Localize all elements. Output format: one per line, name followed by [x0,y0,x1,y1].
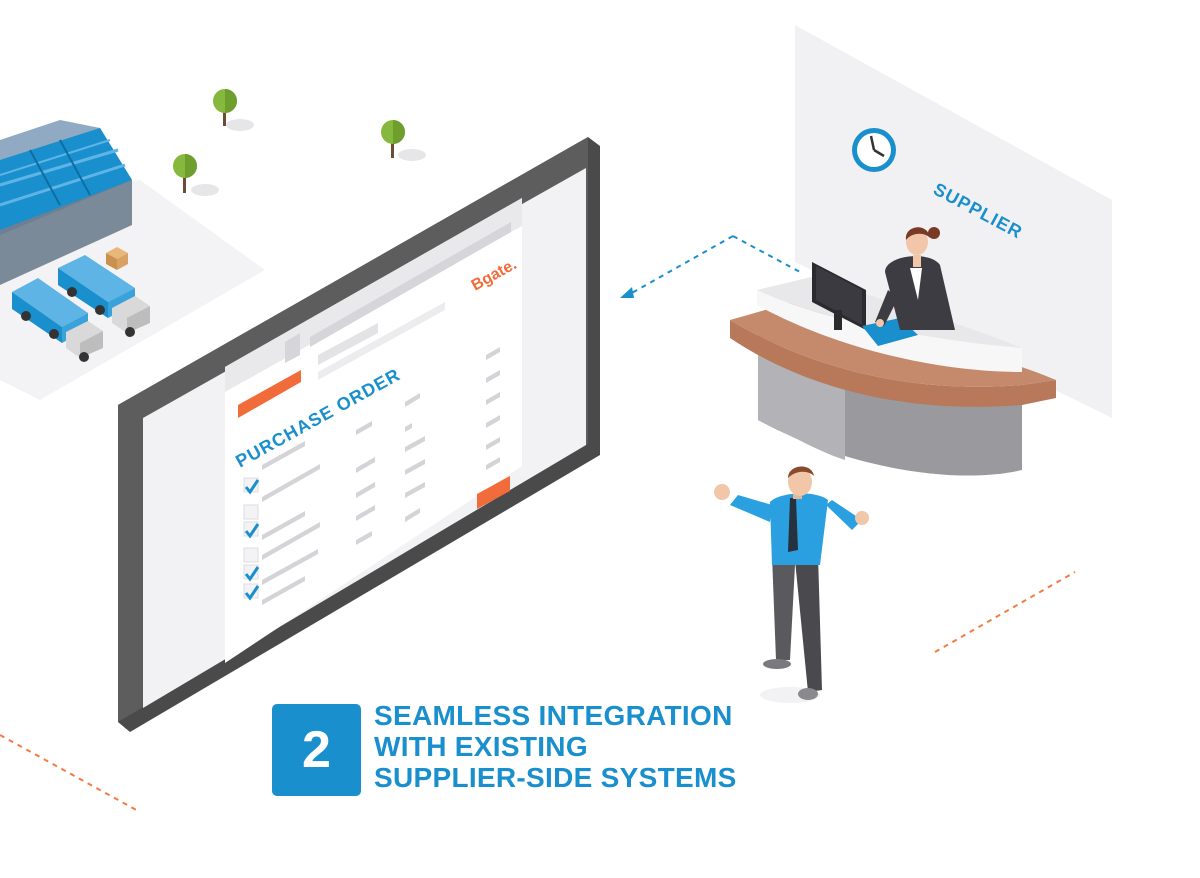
checkmark-icon [244,479,260,495]
caption-text: SEAMLESS INTEGRATION WITH EXISTING SUPPL… [374,700,794,793]
dashed-connector-lines [0,235,1076,813]
caption-line: SUPPLIER-SIDE SYSTEMS [374,762,737,793]
step-number-badge: 2 [272,704,361,796]
monitor: Bgate. PURCHASE ORDER [118,137,600,732]
necktie [788,498,798,552]
caption-line: WITH EXISTING [374,731,588,762]
tree-icon [213,89,254,131]
checkmark-icon [244,523,260,539]
checkbox-list [243,477,260,601]
submit-button [477,476,510,509]
delivery-truck-icon [12,278,103,362]
businessman-person [714,466,869,703]
checkmark-icon [244,585,260,601]
tree-icon [173,154,219,196]
clock-icon [852,128,896,172]
receptionist-person [875,227,955,330]
caption-line: SEAMLESS INTEGRATION [374,700,733,731]
supplier-wall: SUPPLIER [795,25,1112,418]
checkmark-icon [244,566,260,582]
delivery-truck-icon [58,255,150,337]
app-window [225,198,522,663]
arrow-left-icon [620,287,634,298]
tree-icon [381,120,426,161]
orange-header-bar [238,370,301,418]
warehouse-icon [0,120,132,285]
cargo-box-icon [106,247,128,270]
warehouse-area [0,89,426,400]
